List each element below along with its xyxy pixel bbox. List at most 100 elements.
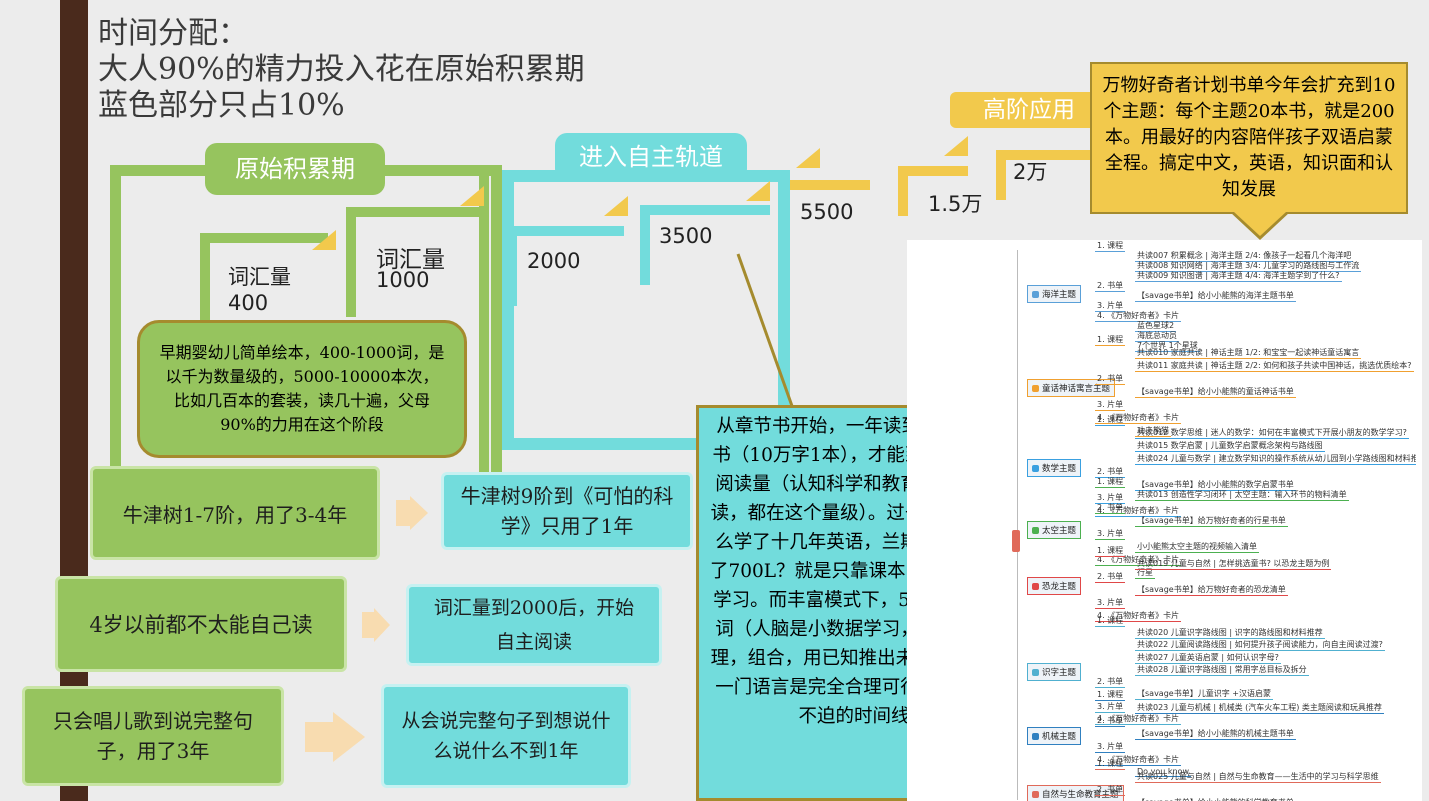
mindmap-node[interactable]: 3. 片单 [1095,529,1126,540]
step-marker-icon [796,148,820,168]
cyan-step-3500-post [640,205,650,285]
mindmap-node[interactable]: 共读013 创造性学习闭环 | 太空主题：输入环节的物料清单 [1135,490,1349,501]
mindmap-topic[interactable]: 机械主题 [1027,727,1082,745]
topic-number-icon [1032,791,1039,798]
mindmap-node[interactable]: 海底总动员 [1135,331,1179,342]
mindmap-node[interactable]: 【savage书单】给万物好奇者的行星书单 [1135,516,1288,527]
mindmap-node[interactable]: 共读011 家庭共读 | 神话主题 2/2: 如何和孩子共读中国神话，挑选优质绘… [1135,361,1414,372]
mindmap-node[interactable]: 共读024 儿童与数学 | 建立数学知识的操作系统从幼儿园到小学路线图和材料推荐 [1135,454,1416,465]
topic-number-icon [1032,465,1039,472]
mindmap-node[interactable]: 2. 书单 [1095,467,1126,478]
mindmap-node[interactable]: 【savage书单】给小小能熊的海洋主题书单 [1135,291,1296,302]
mindmap-node[interactable]: 2. 书单 [1095,715,1126,727]
mindmap-node[interactable]: 1. 课程 [1095,415,1126,426]
mindmap-node[interactable]: 2. 书单 [1095,572,1126,583]
mindmap-node[interactable]: 2. 书单 [1095,677,1126,689]
mindmap-node[interactable]: 2. 书单 [1095,281,1126,292]
mindmap-node[interactable]: 共读019 儿童与自然 | 怎样挑选童书? 以恐龙主题为例 [1135,559,1332,570]
mindmap-topic[interactable]: 识字主题 [1027,663,1082,681]
mindmap-node[interactable]: 4. 《万物好奇者》卡片 [1095,754,1182,766]
mindmap-node[interactable]: 2. 书单 [1095,503,1126,514]
mindmap-topic[interactable]: 自然与生命教育主题 [1027,785,1124,801]
vocab2000-text: 词汇量到2000后，开始自主阅读 [433,597,635,653]
mindmap-node[interactable]: Do you know [1135,766,1191,777]
mindmap-node[interactable]: 共读020 儿童识字路线图 | 识字的路线图和材料推荐 [1135,628,1325,640]
mindmap-node[interactable]: 共读022 儿童阅读路线图 | 如何提升孩子阅读能力，向自主阅读过渡? [1135,640,1385,652]
cyan-step-2000-post [514,226,517,306]
mindmap-topic[interactable]: 数学主题 [1027,459,1082,477]
speak-box: 从会说完整句子到想说什么说什么不到1年 [381,684,631,788]
mindmap-node[interactable]: 共读015 数学启蒙 | 儿童数学启蒙概念架构与路线图 [1135,441,1325,452]
step-marker-icon [460,186,484,206]
topic-number-icon [1032,385,1039,392]
mindmap-node[interactable]: 共读010 家庭共读 | 神话主题 1/2: 和宝宝一起读神话童话寓言 [1135,348,1362,359]
mindmap-node[interactable]: 蓝色星球2 [1135,321,1177,332]
mindmap-node[interactable]: 【savage书单】给小小能熊的数学启蒙书单 [1135,480,1296,491]
step-marker-icon [604,196,628,216]
mindmap-node[interactable]: 3. 片单 [1095,701,1126,713]
mindmap-node[interactable]: 共读027 儿童英语启蒙 | 如何认识字母? [1135,652,1281,664]
mindmap-node[interactable]: 行星 [1135,568,1155,579]
topic-number-icon [1032,527,1039,534]
mindmap-node[interactable]: 4. 《万物好奇者》卡片 [1095,413,1182,424]
step-marker-icon [944,136,968,156]
mindmap-node[interactable]: 共读025 儿童与自然 | 自然与生命教育——生活中的学习与科学思维 [1135,772,1381,783]
mindmap-topic-label: 恐龙主题 [1042,582,1077,592]
mindmap-node[interactable]: 共读009 知识图谱 | 海洋主题 4/4: 海洋主题学到了什么? [1135,271,1342,282]
mindmap-node[interactable]: 1. 课程 [1095,241,1126,252]
mindmap-topic-label: 海洋主题 [1042,290,1077,300]
mindmap-node[interactable]: 3. 片单 [1095,400,1126,411]
mindmap-node[interactable]: 1. 课程 [1095,477,1126,488]
mindmap-node[interactable]: 3. 片单 [1095,741,1126,753]
mindmap-node[interactable]: 小小能熊太空主题的视频输入清单 [1135,542,1259,553]
mindmap-topic[interactable]: 恐龙主题 [1027,577,1082,595]
mindmap-node[interactable]: 4. 《万物好奇者》卡片 [1095,506,1182,517]
green-step-400-post [200,233,210,323]
mindmap-topic[interactable]: 童话神话寓言主题 [1027,379,1116,397]
mindmap-node[interactable]: 1. 课程 [1095,689,1126,701]
mindmap-node[interactable]: 共读028 儿童识字路线图 | 常用字总目标及拆分 [1135,664,1309,676]
mindmap-node[interactable]: 2. 书单 [1095,785,1126,796]
mindmap-node[interactable]: 功夫熊猫 [1135,426,1171,437]
topic-number-icon [1032,733,1039,740]
mindmap-node[interactable]: 【savage书单】给小小能熊的科学教育书单 [1135,797,1296,801]
cyan-step-2000 [514,226,624,236]
stage-primitive: 原始积累期 [205,143,385,195]
mindmap-topic[interactable]: 海洋主题 [1027,285,1082,303]
mindmap-node[interactable]: 【savage书单】给小小能熊的机械主题书单 [1135,728,1296,740]
mindmap-node[interactable]: 3. 片单 [1095,598,1126,609]
mindmap-node[interactable]: 3. 片单 [1095,493,1126,504]
mindmap-node[interactable]: 4. 《万物好奇者》卡片 [1095,311,1182,322]
mindmap-node[interactable]: 2. 书单 [1095,374,1126,385]
yellow-step-20k [996,150,1092,160]
mindmap-node[interactable]: 4. 《万物好奇者》卡片 [1095,555,1182,566]
mindmap-topic[interactable]: 太空主题 [1027,521,1082,539]
plan-callout: 万物好奇者计划书单今年会扩充到10个主题：每个主题20本书，就是200本。用最好… [1090,62,1408,214]
mindmap-node[interactable]: 【savage书单】给万物好奇者的恐龙清单 [1135,585,1288,596]
yellow-step-15k [898,166,968,176]
mindmap-node[interactable]: 3. 片单 [1095,301,1126,312]
mindmap-node[interactable]: 【savage书单】给小小能熊的童话神话书单 [1135,387,1296,398]
early-books-box: 早期婴幼儿简单绘本，400-1000词，是以千为数量级的，5000-10000本… [137,320,467,458]
mindmap-node[interactable]: 共读007 积累概念 | 海洋主题 2/4: 像孩子一起看几个海洋吧 [1135,251,1354,262]
mindmap-node[interactable]: 7个世界 1个星球 [1135,341,1200,352]
mindmap-node[interactable]: 【savage书单】儿童识字 +汉语启蒙 [1135,689,1273,701]
mindmap-node[interactable]: 1. 课程 [1095,546,1126,557]
oxford-9-text: 牛津树9阶到《可怕的科学》只用了1年 [460,484,674,538]
mindmap-spine [1017,250,1018,800]
mindmap-node[interactable]: 4. 《万物好奇者》卡片 [1095,611,1182,622]
mindmap-node[interactable]: 1. 课程 [1095,759,1126,770]
stage-advanced: 高阶应用 [950,92,1108,128]
plan-callout-text: 万物好奇者计划书单今年会扩充到10个主题：每个主题20本书，就是200本。用最好… [1102,75,1396,200]
mindmap-node[interactable]: 1. 课程 [1095,335,1126,346]
page-title: 时间分配： 大人90%的精力投入花在原始积累期 蓝色部分只占10% [98,16,585,123]
mindmap-topic-label: 自然与生命教育主题 [1042,790,1119,800]
mindmap-node[interactable]: 1. 课程 [1095,616,1126,627]
mindmap-node[interactable]: 共读012 数学思维 | 迷人的数学：如何在丰富模式下开展小朋友的数学学习? [1135,428,1409,439]
mindmap-root-marker [1012,530,1020,552]
mindmap-node[interactable]: 共读008 知识网络 | 海洋主题 3/4: 儿童学习的路线图与工作流 [1135,261,1362,272]
mindmap-node[interactable]: 共读023 儿童与机械 | 机械类 (汽车火车工程) 类主题阅读和玩具推荐 [1135,702,1384,714]
mindmap-topic-label: 太空主题 [1042,526,1077,536]
mindmap-node[interactable]: 4. 《万物好奇者》卡片 [1095,713,1182,725]
